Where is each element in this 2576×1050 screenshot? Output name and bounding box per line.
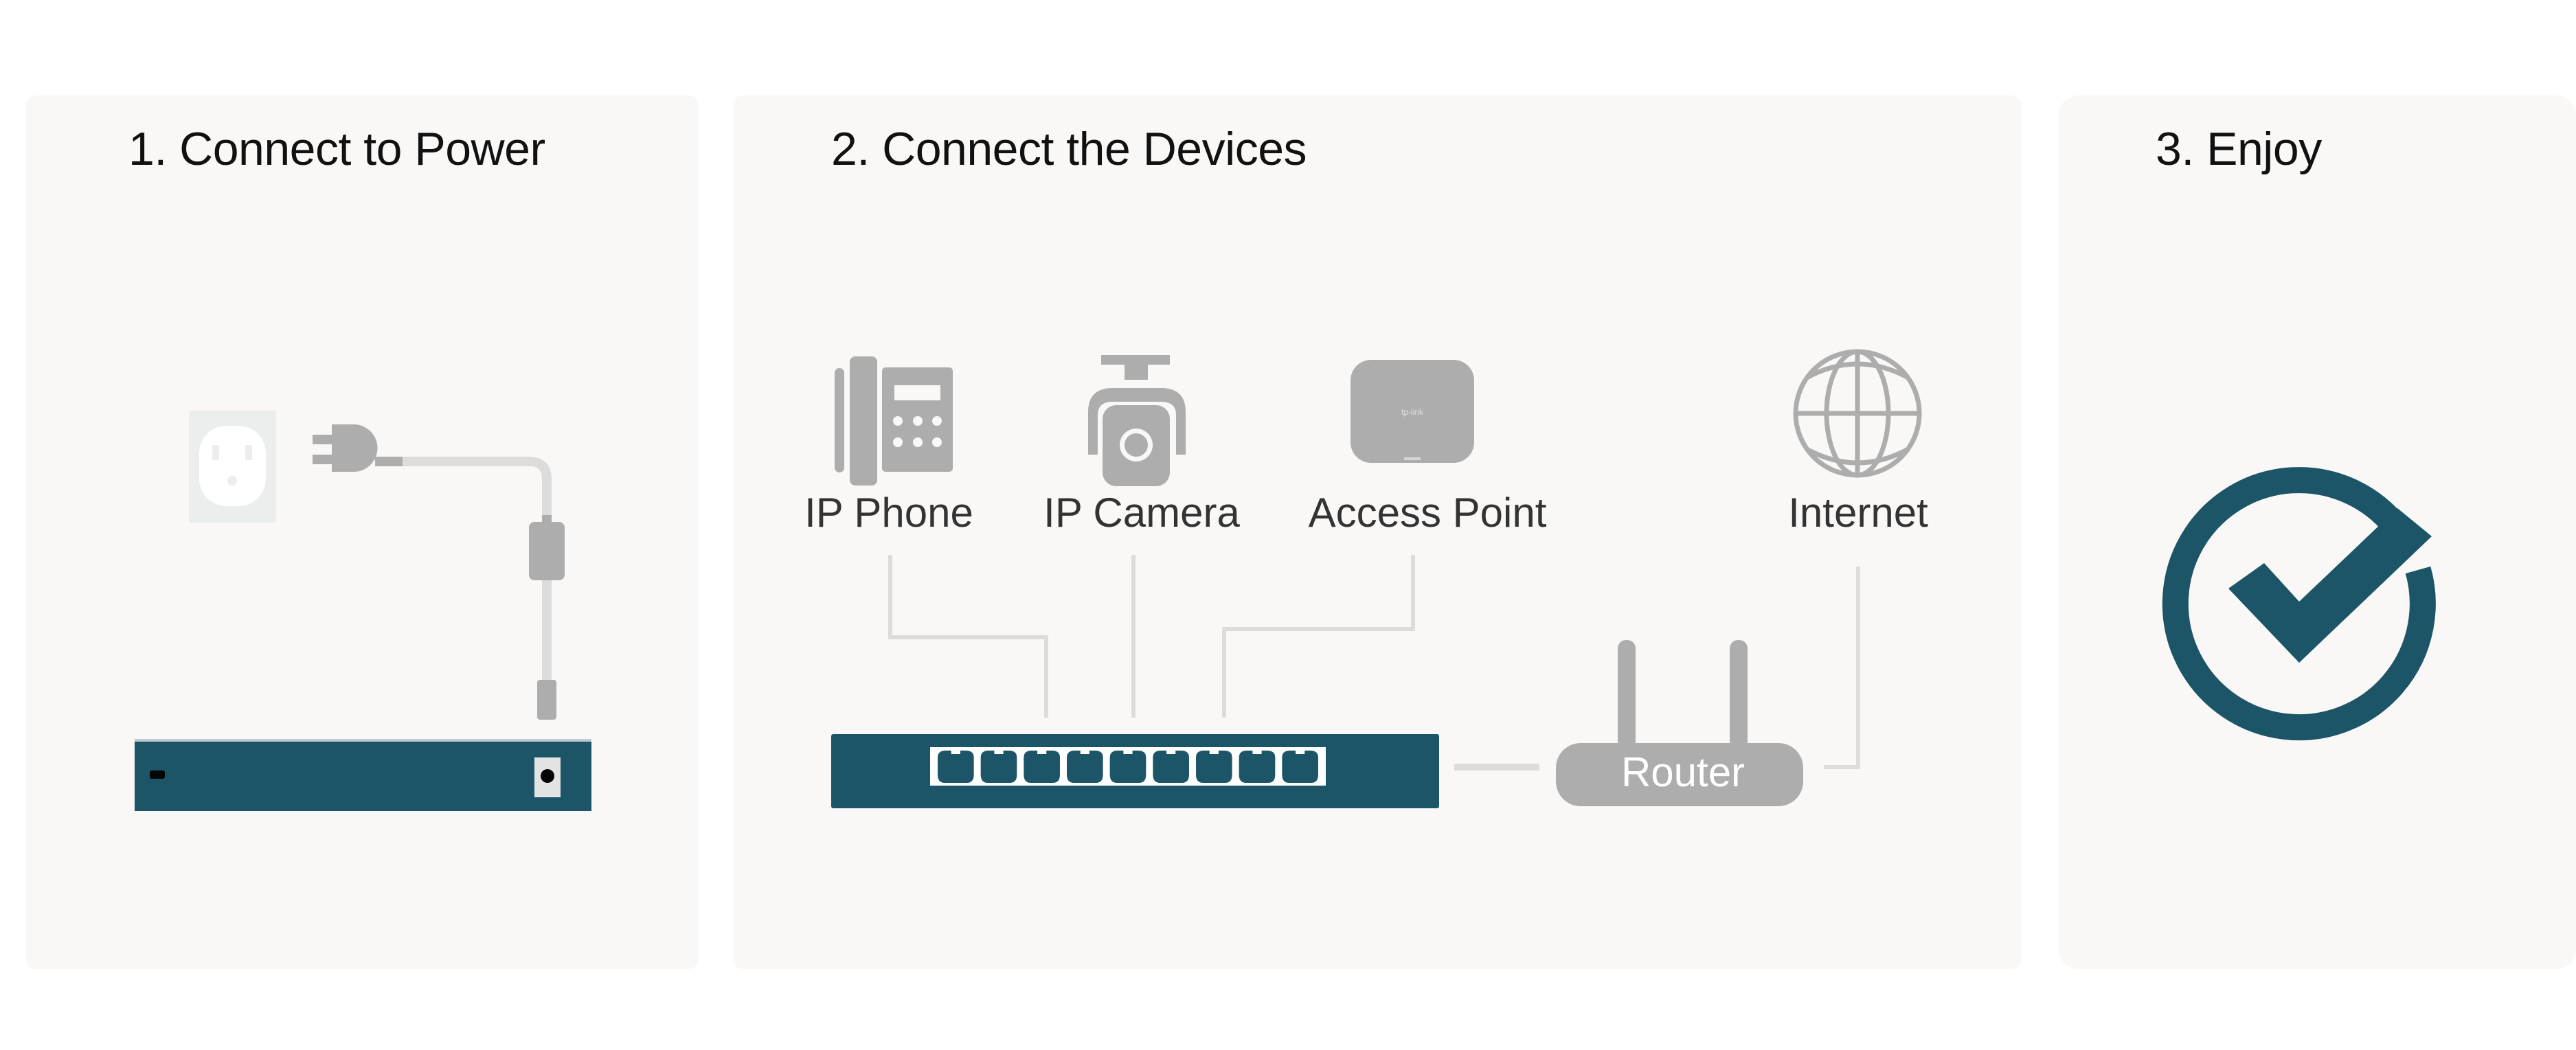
ip-phone-cable [888, 555, 1048, 718]
router-internet-cable [1824, 567, 1860, 769]
access-point-label: Access Point [1308, 490, 1547, 536]
step-1-panel [26, 95, 699, 969]
switch-rear-view [135, 739, 591, 811]
router-icon [1556, 640, 1803, 806]
step-2-panel [733, 95, 2021, 969]
power-outlet-icon [189, 411, 276, 523]
ethernet-port [1067, 751, 1103, 783]
power-plug-icon [313, 424, 378, 472]
internet-label: Internet [1788, 490, 1928, 536]
ethernet-port [1239, 751, 1276, 783]
internet-globe-icon [1793, 349, 1922, 478]
step-3-panel [2059, 95, 2576, 969]
router-label: Router [1620, 749, 1745, 795]
ethernet-port [1024, 751, 1060, 783]
ethernet-port [1196, 751, 1232, 783]
step-3-title: 3. Enjoy [2156, 123, 2322, 175]
svg-text:tp-link: tp-link [1401, 407, 1424, 417]
ethernet-port [938, 751, 974, 783]
ethernet-port [1109, 751, 1146, 783]
network-switch-icon [831, 734, 1439, 808]
power-cable-icon [375, 457, 552, 694]
ip-phone-label: IP Phone [804, 490, 973, 536]
step-1-title: 1. Connect to Power [128, 123, 545, 175]
ethernet-port [980, 751, 1017, 783]
status-led [150, 771, 165, 779]
access-point-icon: tp-link [1351, 360, 1474, 463]
ip-camera-icon [1088, 355, 1186, 486]
ethernet-port [1153, 751, 1189, 783]
ip-phone-icon [835, 356, 953, 486]
power-adapter-icon [529, 522, 565, 720]
success-check-icon [2162, 467, 2436, 741]
access-point-cable [1222, 555, 1415, 718]
connection-lines [888, 555, 1860, 771]
ip-camera-label: IP Camera [1043, 490, 1240, 536]
ethernet-port [1282, 751, 1318, 783]
step-2-title: 2. Connect the Devices [831, 123, 1307, 175]
